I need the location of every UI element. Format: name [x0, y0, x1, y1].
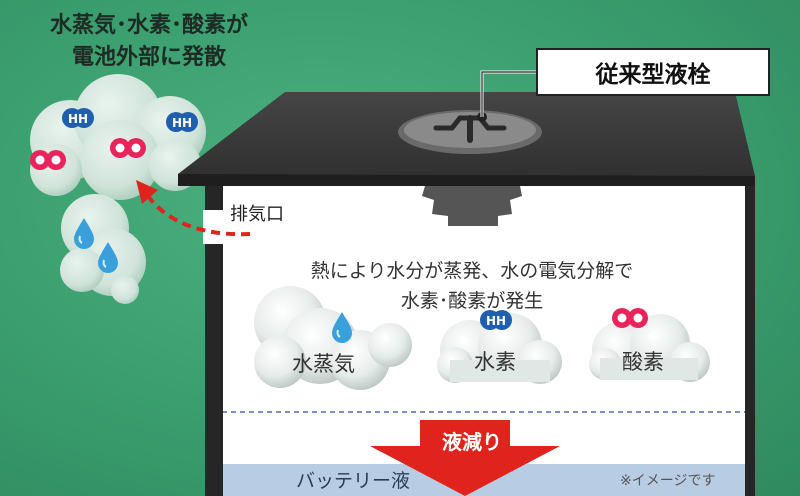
- outside-cloud-lower: [60, 194, 146, 304]
- description: 熱により水分が蒸発、水の電気分解で 水素･酸素が発生: [222, 256, 722, 316]
- escape-text-line1: 水蒸気･水素･酸素が: [49, 13, 248, 38]
- cap-icon: [398, 110, 542, 154]
- image-note: ※イメージです: [620, 473, 716, 489]
- battery-wall-right: [745, 186, 755, 496]
- decrease-arrow: [370, 420, 560, 496]
- decrease-label: 液減り: [442, 430, 502, 454]
- escape-text-line2: 電池外部に発散: [71, 45, 226, 70]
- cap-plug: [422, 186, 522, 226]
- description-line1: 熱により水分が蒸発、水の電気分解で: [310, 260, 634, 282]
- vent-label: 排気口: [230, 204, 284, 225]
- hydrogen-molecule-icon: [62, 108, 94, 128]
- oxygen-label: 酸素: [622, 350, 664, 374]
- escape-text: 水蒸気･水素･酸素が 電池外部に発散: [14, 10, 284, 74]
- callout-label: 従来型液栓: [536, 48, 770, 96]
- vapor-cloud: [254, 286, 412, 390]
- vapor-label: 水蒸気: [292, 352, 355, 376]
- description-line2: 水素･酸素が発生: [400, 290, 544, 312]
- hydrogen-molecule-icon: [166, 112, 198, 132]
- decrease-label-wrap: 液減り: [0, 426, 800, 455]
- electrolyte-label: バッテリー液: [296, 470, 411, 492]
- oxygen-cloud: [589, 314, 710, 382]
- vent-opening: [203, 210, 225, 244]
- battery-wall-left: [205, 186, 223, 496]
- hydrogen-label: 水素: [474, 350, 516, 374]
